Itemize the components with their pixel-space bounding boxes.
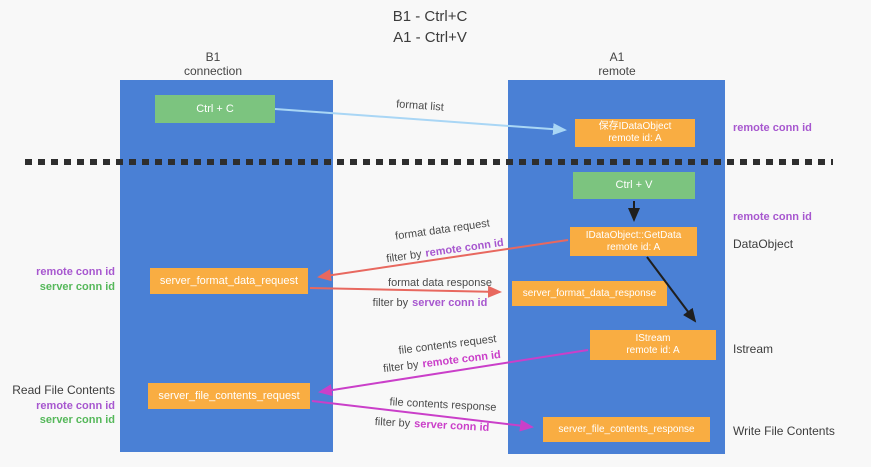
left-column-header: B1 connection (153, 50, 273, 78)
right-column-name: A1 (609, 50, 625, 64)
server-format-data-request-label: server_format_data_request (159, 274, 299, 287)
filter-by-text: filter by (372, 297, 409, 309)
right-column-header: A1 remote (557, 50, 677, 78)
server-file-contents-request-label: server_file_contents_request (158, 389, 300, 402)
box-save-idataobject: 保存IDataObject remote id: A (575, 119, 695, 147)
istream-line1: IStream (635, 333, 671, 344)
server-conn-id-text: server conn id (412, 297, 488, 309)
side-label-remote-conn-id-2: remote conn id (733, 211, 812, 223)
box-server-file-contents-response: server_file_contents_response (543, 417, 710, 442)
box-server-file-contents-request: server_file_contents_request (148, 383, 310, 409)
side-label-server-conn-id-left-2: server conn id (39, 414, 115, 426)
filter-by-text: filter by (385, 248, 423, 266)
filter-by-text: filter by (374, 416, 411, 430)
side-label-remote-conn-id-1: remote conn id (733, 122, 812, 134)
side-label-server-conn-id-left-1: server conn id (39, 281, 115, 293)
side-label-dataobject: DataObject (733, 237, 794, 251)
diagram-title: B1 - Ctrl+C A1 - Ctrl+V (330, 6, 530, 48)
box-idataobject-getdata: IDataObject::GetData remote id: A (570, 227, 697, 256)
title-line-2: A1 - Ctrl+V (393, 29, 467, 46)
dashed-divider (25, 159, 833, 165)
server-format-data-response-label: server_format_data_response (522, 288, 657, 299)
remote-conn-id-text: remote conn id (424, 236, 505, 260)
label-file-contents-response: file contents response (389, 396, 497, 414)
side-label-read-file-contents: Read File Contents (12, 383, 115, 397)
filter-by-text: filter by (382, 358, 420, 376)
idataobject-getdata-line1: IDataObject::GetData (585, 229, 682, 241)
server-conn-id-text: server conn id (413, 418, 490, 434)
side-label-remote-conn-id-left-2: remote conn id (36, 400, 115, 412)
left-column-subtitle: connection (183, 64, 243, 78)
label-format-data-response: format data response (388, 277, 492, 289)
idataobject-getdata-line2: remote id: A (606, 241, 661, 253)
box-server-format-data-response: server_format_data_response (512, 281, 667, 306)
server-file-contents-response-label: server_file_contents_response (558, 424, 695, 435)
ctrl-v-label: Ctrl + V (615, 179, 653, 191)
save-idataobject-line2: remote id: A (608, 133, 662, 144)
box-server-format-data-request: server_format_data_request (150, 268, 308, 294)
istream-line2: remote id: A (626, 345, 680, 356)
side-label-remote-conn-id-left-1: remote conn id (36, 266, 115, 278)
left-column-name: B1 (205, 50, 221, 64)
side-label-write-file-contents: Write File Contents (733, 424, 835, 438)
right-column-subtitle: remote (598, 64, 636, 78)
box-istream: IStream remote id: A (590, 330, 716, 360)
box-ctrl-c: Ctrl + C (155, 95, 275, 123)
box-ctrl-v: Ctrl + V (573, 172, 695, 199)
title-line-1: B1 - Ctrl+C (392, 8, 468, 25)
ctrl-c-label: Ctrl + C (196, 102, 234, 115)
label-format-list: format list (395, 98, 445, 114)
save-idataobject-line1: 保存IDataObject (598, 121, 672, 132)
side-label-istream: Istream (733, 342, 774, 356)
